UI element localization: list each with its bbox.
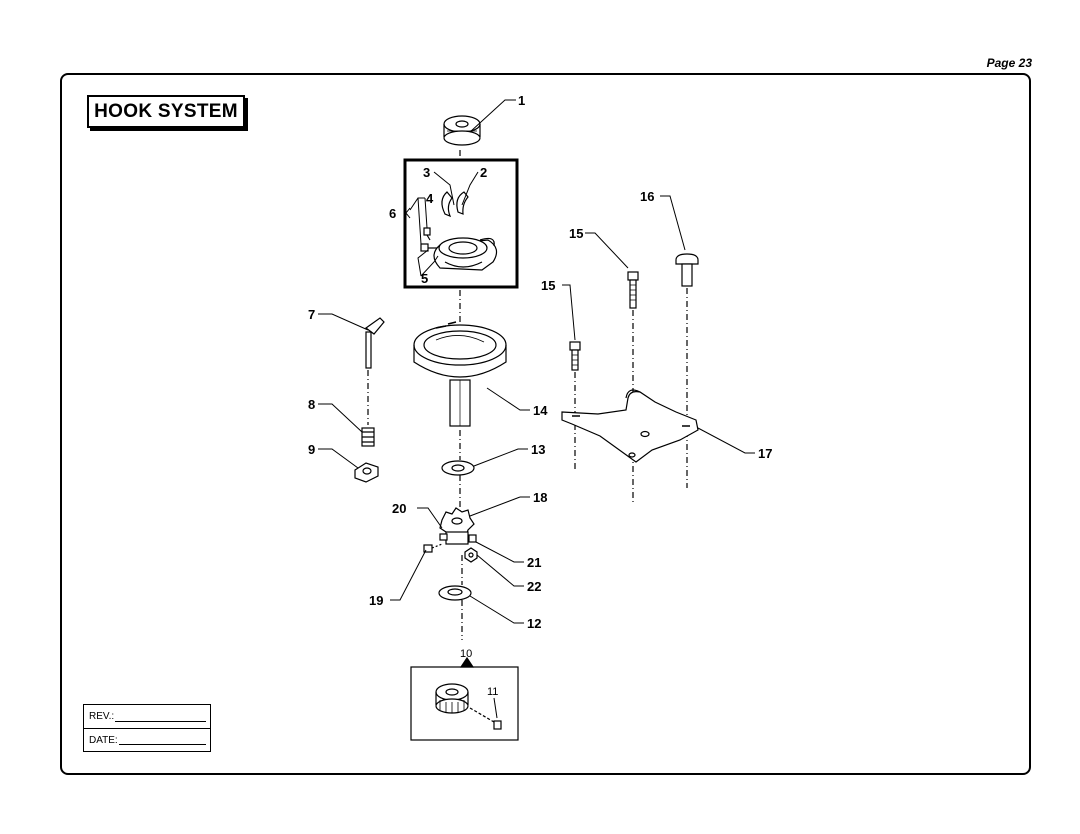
washer-part-12 xyxy=(438,585,472,601)
callout-19: 19 xyxy=(369,593,383,608)
callout-15-upper: 15 xyxy=(569,226,583,241)
bracket-part-17 xyxy=(561,389,699,463)
callout-21: 21 xyxy=(527,555,541,570)
callout-11: 11 xyxy=(487,686,498,698)
spring-part-8 xyxy=(361,427,375,447)
leader-lines xyxy=(318,99,755,719)
section-title: HOOK SYSTEM xyxy=(87,95,245,128)
callout-4: 4 xyxy=(426,191,434,206)
screw-part-15-lower xyxy=(569,341,581,470)
rev-row: REV.: xyxy=(84,705,210,728)
rev-label: REV.: xyxy=(89,711,115,722)
set-screw-part-20 xyxy=(439,533,448,541)
rotary-hook-part xyxy=(413,321,507,427)
callout-3: 3 xyxy=(423,165,430,180)
page-number: Page 23 xyxy=(986,56,1032,70)
nut-part-9 xyxy=(354,462,379,483)
callout-18: 18 xyxy=(533,490,547,505)
spring-part-3 xyxy=(441,191,453,218)
callout-20: 20 xyxy=(392,501,406,516)
callout-1: 1 xyxy=(518,93,525,108)
callout-6: 6 xyxy=(389,206,396,221)
callout-2: 2 xyxy=(480,165,487,180)
screw-part-4 xyxy=(423,227,431,241)
washer-part-13 xyxy=(441,460,475,476)
callout-8: 8 xyxy=(308,397,315,412)
date-blank-line xyxy=(118,735,206,745)
pulley-part-10 xyxy=(435,683,469,714)
callout-7: 7 xyxy=(308,307,315,322)
pin-part-16 xyxy=(675,253,699,488)
bobbin-case-part xyxy=(433,237,498,271)
set-screw-part-11 xyxy=(493,720,502,730)
set-screw-part-19 xyxy=(423,543,443,553)
date-label: DATE: xyxy=(89,734,118,746)
callout-13: 13 xyxy=(531,442,545,457)
callout-14: 14 xyxy=(533,403,548,418)
callout-17: 17 xyxy=(758,446,772,461)
callout-15-lower: 15 xyxy=(541,278,555,293)
detail-pointer-icon xyxy=(459,656,475,668)
callout-5: 5 xyxy=(421,271,428,286)
callout-10: 10 xyxy=(460,648,472,660)
callout-9: 9 xyxy=(308,442,315,457)
callout-12: 12 xyxy=(527,616,541,631)
date-row: DATE: xyxy=(84,728,210,751)
callout-22: 22 xyxy=(527,579,541,594)
nut-part-22 xyxy=(464,547,478,563)
screw-part-5 xyxy=(420,243,437,252)
bobbin-case-assembly-box xyxy=(403,158,519,289)
revision-box: REV.: DATE: xyxy=(83,704,211,752)
callout-16: 16 xyxy=(640,189,654,204)
screw-part-21 xyxy=(468,534,477,543)
screw-part-15-upper xyxy=(627,271,639,505)
bobbin-part xyxy=(443,115,481,146)
needle-guard-part xyxy=(364,317,385,425)
gear-part-18 xyxy=(439,507,475,545)
page-frame xyxy=(60,73,1031,775)
rev-blank-line xyxy=(115,712,206,722)
